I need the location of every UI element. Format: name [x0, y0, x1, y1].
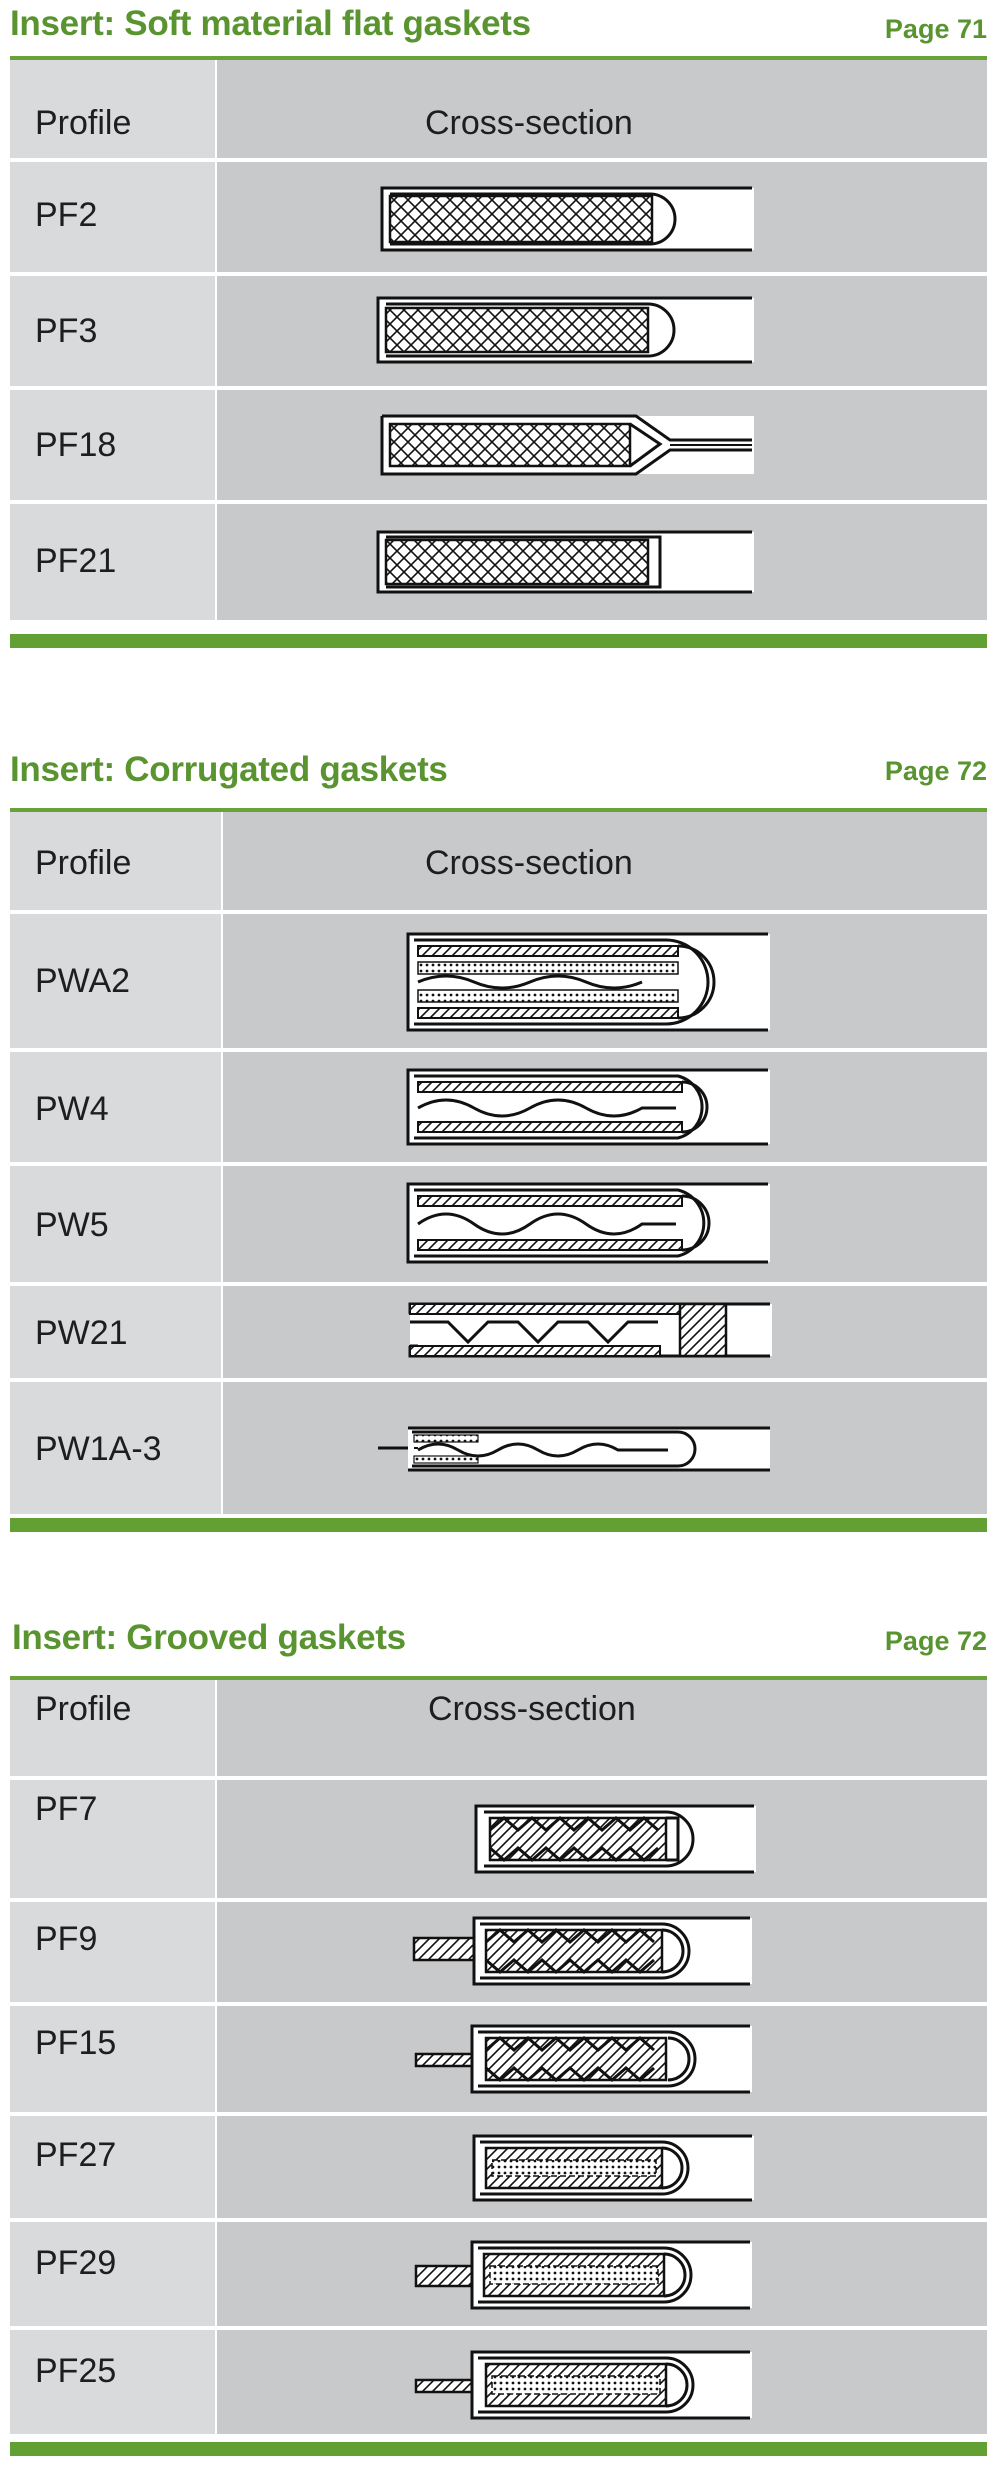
cross-section-drawing [474, 1804, 756, 1874]
table-row: PW1A-3 [10, 1382, 987, 1514]
profile-label: PF15 [35, 2024, 117, 2062]
section-rule [10, 1676, 987, 1680]
cross-section-drawing [472, 2134, 754, 2202]
cross-section-drawing [376, 530, 754, 594]
profile-header: Profile [35, 104, 132, 142]
table-header-row: Profile Cross-section [10, 1680, 987, 1776]
profile-label: PF25 [35, 2352, 117, 2390]
cross-section-drawing [378, 1426, 770, 1472]
section-title: Insert: Corrugated gaskets [10, 750, 448, 789]
cross-section-drawing [376, 296, 754, 364]
profile-label: PF7 [35, 1790, 98, 1828]
table-header-row: Profile Cross-section [10, 812, 987, 910]
profile-label: PF3 [35, 312, 98, 350]
cross-section-drawing [406, 1068, 770, 1146]
profile-label: PW4 [35, 1090, 109, 1128]
profile-label: PF29 [35, 2244, 117, 2282]
table-row: PF15 [10, 2006, 987, 2112]
profile-header: Profile [35, 844, 132, 882]
section-rule [10, 56, 987, 60]
section-title: Insert: Soft material flat gaskets [10, 4, 531, 43]
cross-section-drawing [414, 2350, 752, 2420]
table-row: PF29 [10, 2222, 987, 2326]
table-row: PF7 [10, 1780, 987, 1898]
table-row: PF3 [10, 276, 987, 386]
cross-section-drawing [414, 2240, 752, 2310]
table-row: PF25 [10, 2330, 987, 2434]
table-header-row: Profile Cross-section [10, 60, 987, 158]
profile-label: PF18 [35, 426, 117, 464]
section-title: Insert: Grooved gaskets [12, 1618, 406, 1657]
table-row: PW5 [10, 1166, 987, 1282]
profile-label: PF27 [35, 2136, 117, 2174]
section-rule [10, 808, 987, 812]
section-bottom-rule [10, 634, 987, 648]
table-row: PWA2 [10, 914, 987, 1048]
section-bottom-rule [10, 1518, 987, 1532]
page-reference: Page 72 [884, 756, 987, 786]
profile-label: PW1A-3 [35, 1430, 162, 1468]
cross-section-drawing [406, 1182, 770, 1264]
table-row: PF27 [10, 2116, 987, 2218]
cross-section-header: Cross-section [425, 844, 633, 882]
cross-section-header: Cross-section [425, 104, 633, 142]
profile-label: PW5 [35, 1206, 109, 1244]
cross-section-drawing [380, 414, 754, 476]
cross-section-drawing [406, 932, 770, 1032]
cross-section-drawing [412, 1916, 752, 1986]
table-row: PF21 [10, 504, 987, 620]
cross-section-header: Cross-section [428, 1690, 636, 1728]
cross-section-drawing [408, 1302, 772, 1358]
page-reference: Page 72 [884, 1626, 987, 1656]
section-bottom-rule [10, 2442, 987, 2456]
table-row: PW4 [10, 1052, 987, 1162]
table-row: PF18 [10, 390, 987, 500]
table-row: PF2 [10, 162, 987, 272]
table-row: PW21 [10, 1286, 987, 1378]
profile-label: PW21 [35, 1314, 128, 1352]
profile-header: Profile [35, 1690, 132, 1728]
cross-section-drawing [380, 186, 754, 252]
profile-label: PWA2 [35, 962, 131, 1000]
profile-label: PF21 [35, 542, 117, 580]
profile-label: PF9 [35, 1920, 98, 1958]
table-row: PF9 [10, 1902, 987, 2002]
profile-label: PF2 [35, 196, 98, 234]
cross-section-drawing [414, 2024, 752, 2094]
page-reference: Page 71 [884, 14, 987, 44]
